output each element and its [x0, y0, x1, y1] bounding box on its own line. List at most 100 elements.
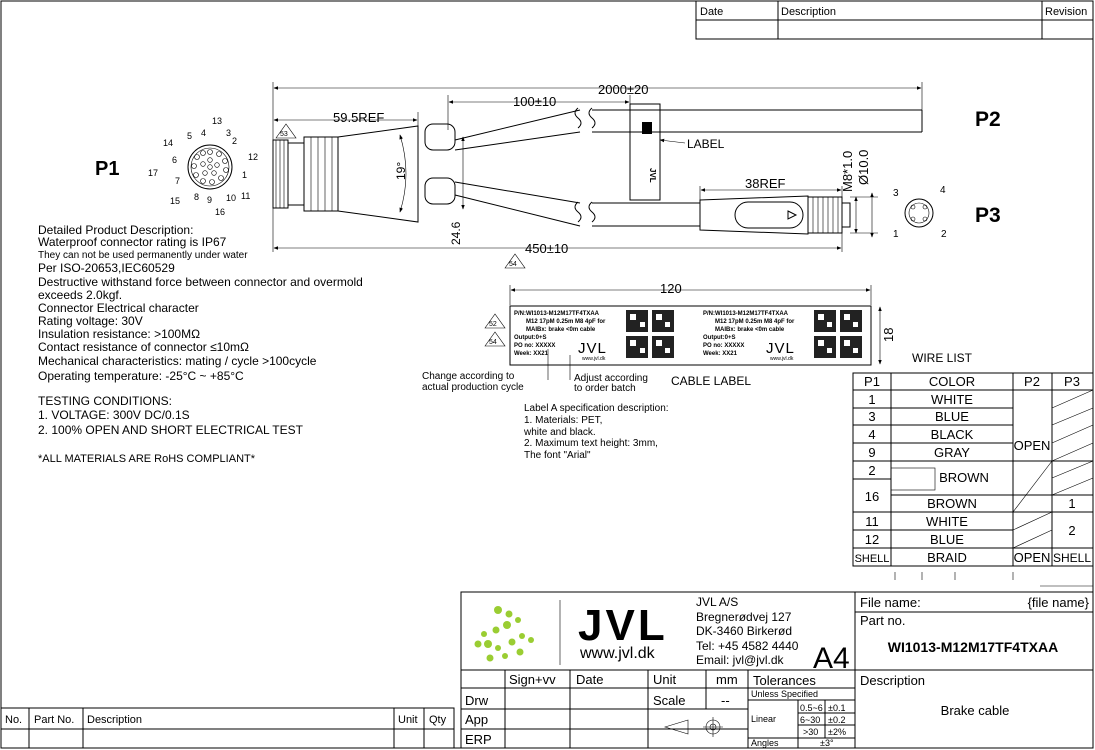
label-left-line-4: Output:0+S — [514, 335, 547, 341]
jvl-logo-url: www.jvl.dk — [579, 645, 656, 662]
note-triangle-54: 54 — [504, 253, 526, 269]
desc-line-7: Connector Electrical character — [38, 301, 199, 315]
wire-list-title: WIRE LIST — [912, 351, 973, 365]
wire-list-text: P1 COLOR P2 P3 1 WHITE 3 BLUE 4 BLACK 9 … — [855, 374, 1092, 565]
note-triangle-54b: 54 — [489, 339, 497, 346]
app-label: App — [465, 712, 488, 727]
wire-row6-color: BROWN — [927, 496, 977, 511]
desc-line-8: Rating voltage: 30V — [38, 314, 143, 328]
file-name-label: File name: — [860, 595, 921, 610]
tol-value-3: ±2% — [828, 727, 846, 737]
cable-label-drawing: 120 18 P/N:WI1013-M12M17TF4TXAA M12 17pM… — [422, 281, 896, 394]
p1-pin-1: 1 — [242, 170, 247, 180]
wire-row1-color: WHITE — [931, 392, 973, 407]
company-tel: Tel: +45 4582 4440 — [696, 639, 799, 653]
svg-text:JVL: JVL — [648, 168, 657, 183]
p1-connector-side — [272, 125, 419, 223]
wire-row4-p1: 9 — [868, 445, 875, 460]
label-left-line-6: Week: XX21 — [514, 351, 549, 357]
note-triangle-52: 52 — [489, 321, 497, 328]
bom-description-header: Description — [87, 714, 142, 726]
label-spec-line-5: The font "Arial" — [524, 450, 591, 461]
p1-pin-13: 13 — [212, 116, 222, 126]
label-right-line-6: Week: XX21 — [703, 351, 738, 357]
wire-row9-color: BRAID — [927, 550, 967, 565]
p1-pin-3: 3 — [226, 128, 231, 138]
svg-text:53: 53 — [280, 131, 288, 138]
wire-header-p3: P3 — [1064, 374, 1080, 389]
bom-no-header: No. — [5, 714, 22, 726]
wire-row3-color: BLACK — [931, 427, 974, 442]
wire-row5-color: BROWN — [939, 470, 989, 485]
wire-list-table — [852, 372, 1094, 587]
p1-pin-6: 6 — [172, 155, 177, 165]
product-description: Detailed Product Description: Waterproof… — [38, 223, 363, 383]
unless-specified: Unless Specified — [751, 689, 818, 699]
dim-label-height: 18 — [881, 328, 896, 342]
dim-p3-ref: 38REF — [745, 176, 786, 191]
unit-label: Unit — [653, 672, 677, 687]
cable-branches — [424, 107, 923, 227]
wire-row7-color: WHITE — [926, 514, 968, 529]
label-right-line-5: PO no: XXXXX — [703, 343, 744, 349]
date-label: Date — [576, 672, 603, 687]
drw-label: Drw — [465, 693, 489, 708]
testing-conditions: TESTING CONDITIONS: 1. VOLTAGE: 300V DC/… — [38, 394, 304, 437]
wire-header-p2: P2 — [1024, 374, 1040, 389]
note-triangle-53: 53 — [275, 123, 297, 139]
wire-row2-p1: 3 — [868, 409, 875, 424]
file-name-value: {file name} — [1028, 595, 1090, 610]
p1-pin-10: 10 — [226, 193, 236, 203]
wire-row7-p1: 11 — [865, 514, 879, 529]
desc-line-4: Per ISO-20653,IEC60529 — [38, 261, 175, 275]
p1-pin-4: 4 — [201, 128, 206, 138]
p1-pin-15: 15 — [170, 196, 180, 206]
label-left-line-3: MAIBx: brake <0m cable — [526, 327, 596, 333]
wire-row2-color: BLUE — [935, 409, 969, 424]
p1-pin-numbers: 13 4 3 5 2 14 6 12 17 1 7 11 10 8 9 15 1… — [148, 116, 258, 217]
desc-line-9: Insulation resistance: >100MΩ — [38, 327, 200, 341]
desc-line-10: Contact resistance of connector ≤10mΩ — [38, 340, 249, 354]
label-right-logo: JVL — [766, 340, 795, 357]
cable-label-sleeve: JVL — [629, 103, 661, 201]
wire-row5-p1: 2 — [868, 463, 875, 478]
tol-value-1: ±0.1 — [828, 703, 845, 713]
label-right-line-4: Output:0+S — [703, 335, 736, 341]
dim-p3-thread: M8*1.0 — [840, 151, 855, 192]
label-specification: Label A specification description: 1. Ma… — [523, 403, 669, 461]
p1-pin-7: 7 — [175, 176, 180, 186]
p3-pin-4: 4 — [940, 185, 946, 196]
scale-label: Scale — [653, 693, 686, 708]
bom-part-header: Part No. — [34, 714, 74, 726]
test-line-2: 1. VOLTAGE: 300V DC/0.1S — [38, 408, 190, 422]
desc-line-11: Mechanical characteristics: mating / cyc… — [38, 354, 317, 368]
wire-shell-p3: SHELL — [1053, 551, 1091, 565]
p3-connector-face — [904, 198, 934, 228]
dim-connector-ref: 59.5REF — [333, 110, 384, 125]
desc-line-1: Detailed Product Description: — [38, 223, 193, 237]
dim-branch-length: 450±10 — [525, 241, 568, 256]
company-address-1: Bregnerødvej 127 — [696, 610, 792, 624]
label-note-left-1: Change according to — [422, 371, 515, 382]
p1-pin-9: 9 — [207, 195, 212, 205]
title-block-fields: Sign+vv Date Unit mm Tolerances Drw Scal… — [465, 672, 816, 747]
p1-pin-11: 11 — [241, 191, 250, 201]
unit-value: mm — [716, 672, 738, 687]
tol-value-2: ±0.2 — [828, 715, 845, 725]
erp-label: ERP — [465, 732, 492, 747]
p1-pin-2: 2 — [232, 136, 237, 146]
wire-row8-color: BLUE — [930, 532, 964, 547]
wire-row4-color: GRAY — [934, 445, 970, 460]
label-left-url: www.jvl.dk — [582, 356, 606, 362]
desc-line-5: Destructive withstand force between conn… — [38, 275, 363, 289]
linear-label: Linear — [751, 714, 776, 724]
dim-spread: 24.6 — [449, 221, 463, 245]
dim-p3-diameter: Ø10.0 — [856, 150, 871, 185]
tolerance-table: Unless Specified Linear Angles 0.5~6 ±0.… — [751, 689, 846, 748]
label-right-url: www.jvl.dk — [770, 356, 794, 362]
label-right-line-3: MAIBx: brake <0m cable — [715, 327, 785, 333]
p1-pin-17: 17 — [148, 168, 158, 178]
dim-angle: 19° — [394, 162, 408, 180]
company-address: JVL A/S Bregnerødvej 127 DK-3460 Birkerø… — [696, 595, 799, 667]
part-no-label: Part no. — [860, 613, 906, 628]
